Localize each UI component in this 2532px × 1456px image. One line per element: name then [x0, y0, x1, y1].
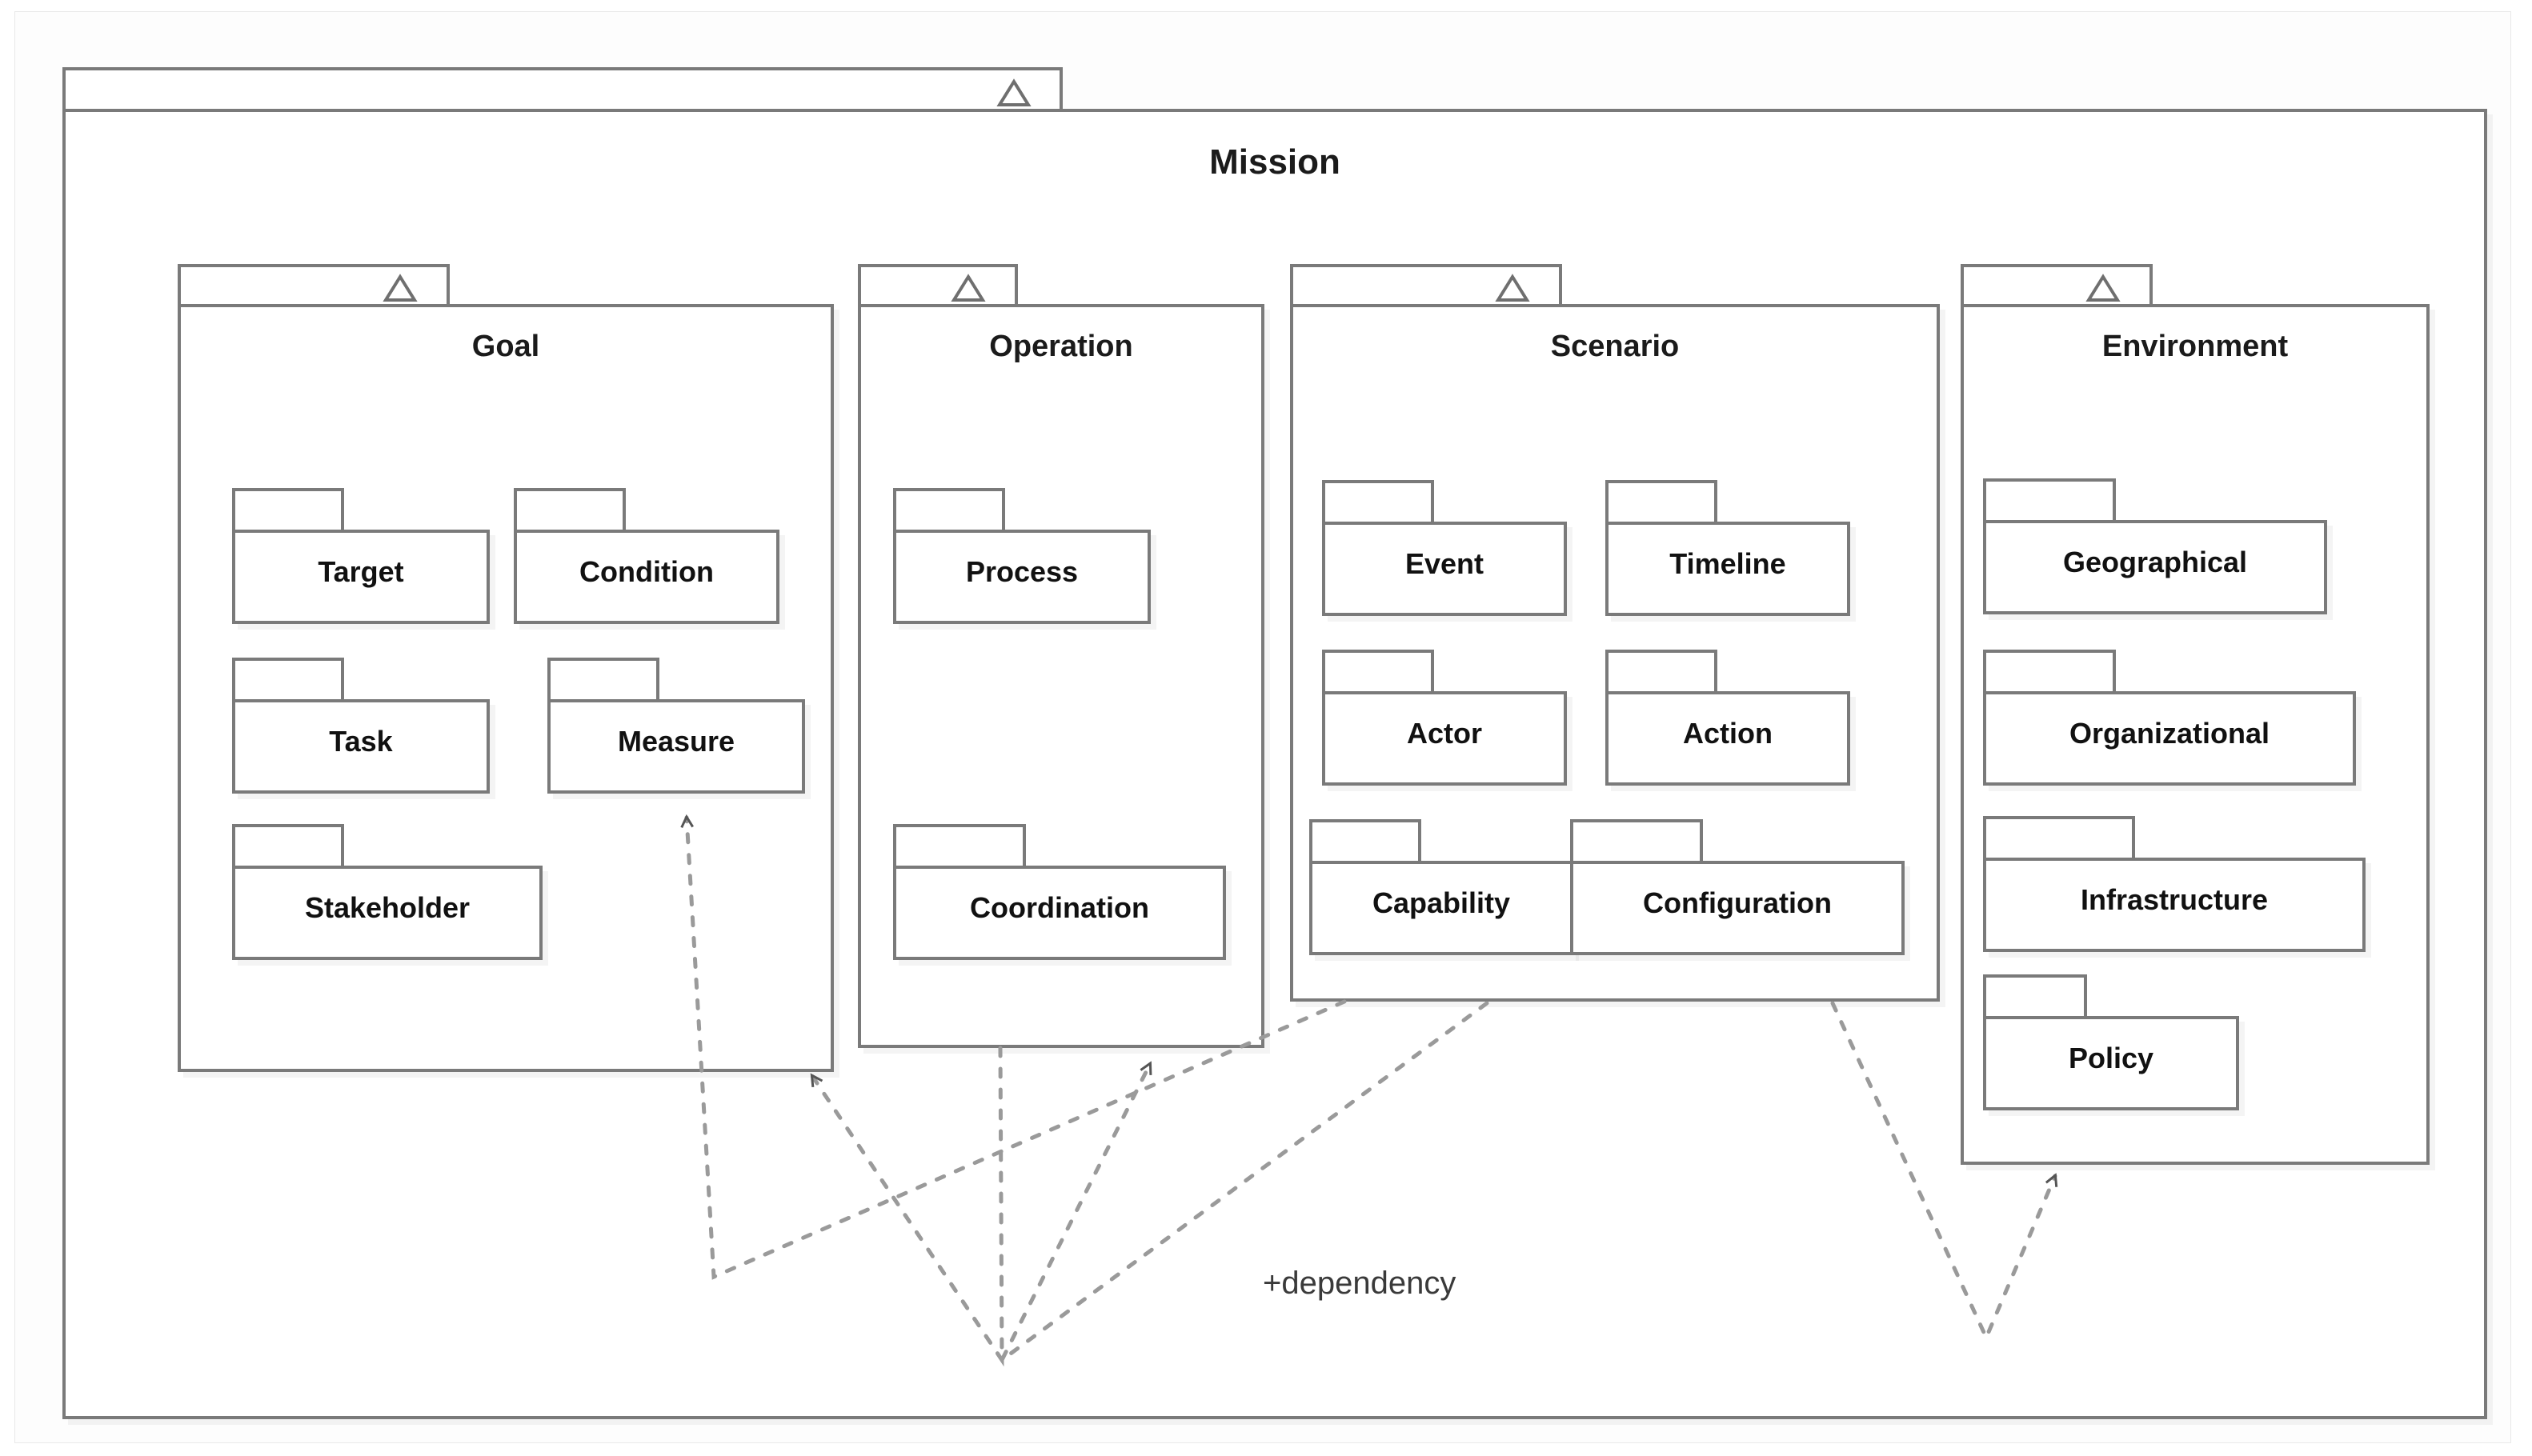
package-action[interactable]: Action	[1605, 650, 1850, 786]
package-event-label: Event	[1404, 547, 1484, 580]
package-policy-body: Policy	[1983, 1016, 2239, 1110]
package-event-body: Event	[1322, 522, 1567, 616]
package-task-tab	[232, 658, 344, 704]
package-stakeholder-tab	[232, 824, 344, 870]
package-timeline[interactable]: Timeline	[1605, 480, 1850, 616]
package-action-tab	[1605, 650, 1717, 696]
package-scenario-title: Scenario	[1550, 330, 1680, 363]
package-event-tab	[1322, 480, 1434, 526]
package-configuration-body: Configuration	[1570, 861, 1905, 955]
package-measure-tab	[547, 658, 659, 704]
package-condition-body: Condition	[514, 530, 779, 624]
package-environment-title: Environment	[2101, 330, 2289, 363]
package-task[interactable]: Task	[232, 658, 490, 794]
package-policy[interactable]: Policy	[1983, 974, 2239, 1110]
package-action-label: Action	[1683, 717, 1773, 750]
package-measure-label: Measure	[617, 725, 735, 758]
package-geographical-tab	[1983, 478, 2116, 525]
package-goal-tab[interactable]	[178, 264, 450, 309]
package-process-body: Process	[893, 530, 1151, 624]
package-process[interactable]: Process	[893, 488, 1151, 624]
package-actor-label: Actor	[1406, 717, 1482, 750]
package-coordination-tab	[893, 824, 1026, 870]
package-coordination-label: Coordination	[970, 891, 1149, 924]
package-target-label: Target	[318, 555, 404, 588]
package-timeline-body: Timeline	[1605, 522, 1850, 616]
package-task-body: Task	[232, 699, 490, 794]
package-process-label: Process	[965, 555, 1079, 588]
package-measure-body: Measure	[547, 699, 805, 794]
package-infrastructure-body: Infrastructure	[1983, 858, 2366, 952]
package-stakeholder-body: Stakeholder	[232, 866, 543, 960]
package-actor[interactable]: Actor	[1322, 650, 1567, 786]
package-process-tab	[893, 488, 1005, 534]
package-target-tab	[232, 488, 344, 534]
package-condition-label: Condition	[579, 555, 714, 588]
package-operation-title: Operation	[989, 330, 1133, 363]
package-condition[interactable]: Condition	[514, 488, 779, 624]
package-scenario[interactable]: Scenario Event Timeline Actor	[1290, 264, 1940, 1002]
package-policy-tab	[1983, 974, 2087, 1021]
package-operation-tab[interactable]	[858, 264, 1018, 309]
package-organizational[interactable]: Organizational	[1983, 650, 2356, 786]
package-geographical-body: Geographical	[1983, 520, 2327, 614]
package-organizational-tab	[1983, 650, 2116, 696]
package-coordination-body: Coordination	[893, 866, 1226, 960]
package-timeline-label: Timeline	[1669, 547, 1786, 580]
package-organizational-body: Organizational	[1983, 691, 2356, 786]
package-environment[interactable]: Environment Geographical Organizational …	[1961, 264, 2430, 1165]
package-mission-title: Mission	[1209, 142, 1340, 182]
package-actor-body: Actor	[1322, 691, 1567, 786]
package-stakeholder-label: Stakeholder	[304, 891, 471, 924]
package-condition-tab	[514, 488, 626, 534]
package-configuration[interactable]: Configuration	[1570, 819, 1905, 955]
package-target-body: Target	[232, 530, 490, 624]
package-actor-tab	[1322, 650, 1434, 696]
package-geographical-label: Geographical	[2062, 546, 2248, 578]
package-operation[interactable]: Operation Process Coordination	[858, 264, 1264, 1048]
package-configuration-tab	[1570, 819, 1703, 866]
package-geographical[interactable]: Geographical	[1983, 478, 2327, 614]
package-infrastructure-label: Infrastructure	[2080, 883, 2269, 916]
package-measure[interactable]: Measure	[547, 658, 805, 794]
package-goal-title: Goal	[471, 330, 540, 363]
package-capability-label: Capability	[1372, 886, 1511, 919]
package-environment-tab[interactable]	[1961, 264, 2153, 309]
package-task-label: Task	[329, 725, 393, 758]
package-organizational-label: Organizational	[2069, 717, 2270, 750]
package-event[interactable]: Event	[1322, 480, 1567, 616]
package-target[interactable]: Target	[232, 488, 490, 624]
dependency-label: +dependency	[1263, 1266, 1456, 1301]
package-policy-label: Policy	[2068, 1042, 2154, 1074]
package-action-body: Action	[1605, 691, 1850, 786]
package-scenario-tab[interactable]	[1290, 264, 1562, 309]
package-mission-tab[interactable]	[62, 67, 1063, 114]
package-capability[interactable]: Capability	[1309, 819, 1573, 955]
package-infrastructure-tab	[1983, 816, 2135, 862]
package-configuration-label: Configuration	[1643, 886, 1832, 919]
package-capability-tab	[1309, 819, 1421, 866]
package-timeline-tab	[1605, 480, 1717, 526]
package-infrastructure[interactable]: Infrastructure	[1983, 816, 2366, 952]
package-capability-body: Capability	[1309, 861, 1573, 955]
package-stakeholder[interactable]: Stakeholder	[232, 824, 543, 960]
package-goal[interactable]: Goal Target Condition Task	[178, 264, 834, 1072]
package-coordination[interactable]: Coordination	[893, 824, 1226, 960]
